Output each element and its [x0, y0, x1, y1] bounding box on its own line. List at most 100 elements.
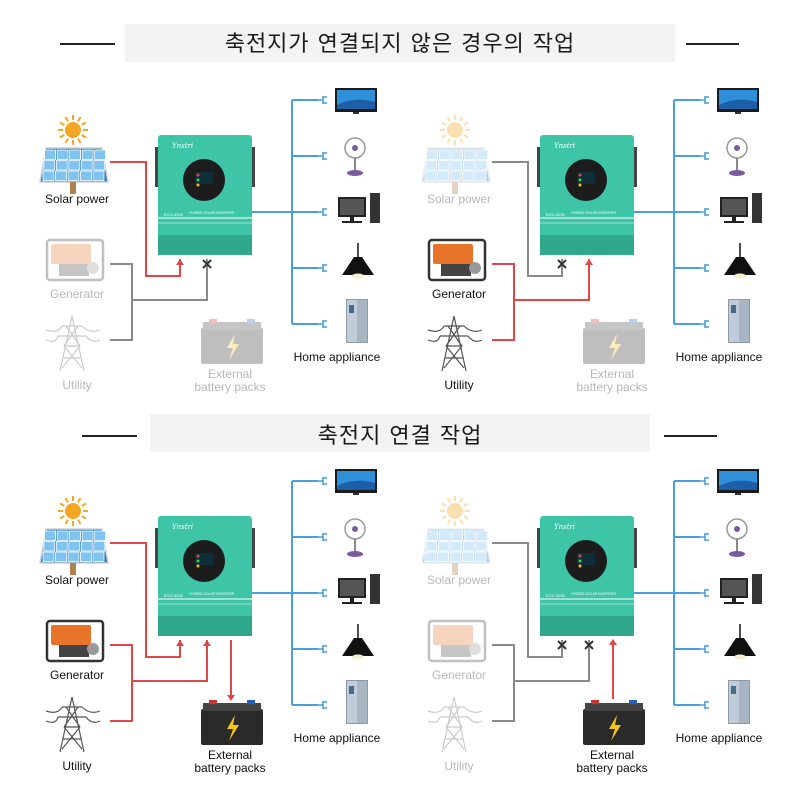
panel-cell [476, 149, 488, 160]
fan-icon [344, 137, 366, 176]
inverter-base [540, 616, 634, 636]
label-generator: Generator [50, 668, 104, 682]
flow-arrow-icon [227, 695, 235, 701]
sun-ray [446, 116, 451, 122]
panel-cell [92, 551, 105, 562]
keyboard [724, 602, 744, 604]
panel-cell [462, 551, 474, 562]
label-solar: Solar power [427, 573, 491, 587]
utility-pylon-icon [45, 696, 101, 753]
sun-ray [459, 138, 464, 144]
monitor-stand [350, 598, 354, 602]
status-led-green [196, 178, 200, 182]
gen-knob [87, 262, 99, 274]
inverter-model: ECO-3200 [164, 212, 184, 217]
tv-stand [353, 112, 359, 114]
panel-post [452, 563, 458, 575]
sun-ray [77, 497, 82, 503]
fridge-panel [349, 305, 354, 313]
plug-icon [317, 152, 327, 160]
fridge-icon [346, 680, 368, 724]
heading-rule-right-2 [664, 435, 717, 437]
sun-ray [459, 519, 464, 525]
power-wires [427, 325, 483, 342]
inverter-brand: Ynstri [554, 142, 575, 150]
panel-cell [81, 149, 94, 160]
power-wires [427, 706, 483, 723]
panel-cell [450, 541, 463, 552]
panel-cell [93, 541, 106, 552]
panel-cell [474, 170, 487, 181]
sun-ray [64, 497, 69, 503]
gen-tank [433, 244, 473, 264]
monitor-stand [732, 217, 736, 221]
lamp-icon [724, 243, 756, 279]
inverter-caption: HYBRID SOLAR INVERTER [189, 211, 234, 215]
label-battery-2: battery packs [194, 761, 265, 775]
plug-icon [699, 264, 709, 272]
plug-icon [699, 589, 709, 597]
utility-pylon-icon [45, 315, 101, 372]
battery-pos-terminal [591, 700, 599, 704]
gen-tank [433, 625, 473, 645]
label-generator: Generator [432, 287, 486, 301]
status-led-green [578, 559, 582, 563]
panel-cell [94, 530, 106, 541]
plug-icon [699, 477, 709, 485]
sun-ray [459, 116, 464, 122]
status-led-red [196, 173, 200, 177]
tv-stand [353, 493, 359, 495]
computer-icon [338, 574, 380, 604]
utility-line [110, 300, 133, 341]
inverter-brand: Ynstri [554, 523, 575, 531]
battery-neg-terminal [629, 700, 637, 704]
tv-icon [335, 88, 377, 114]
flow-arrow-icon [203, 640, 211, 646]
fridge-door-left [729, 300, 739, 342]
solar-line [110, 542, 181, 658]
fridge-panel [349, 686, 354, 694]
lamp-shade [724, 638, 756, 656]
gen-engine [59, 264, 89, 276]
panel-cell [42, 551, 55, 562]
monitor-stand [350, 217, 354, 221]
pc-tower [370, 193, 380, 223]
panel-cell [80, 160, 93, 171]
computer-icon [720, 193, 762, 223]
plug-icon [317, 264, 327, 272]
panel-frame [421, 528, 491, 564]
panel-cell [80, 170, 92, 181]
label-home-appliance: Home appliance [294, 731, 381, 745]
panel-cell [438, 149, 451, 160]
panel-cell [475, 160, 488, 171]
sun-ray [446, 138, 451, 144]
panel-cell [44, 149, 56, 160]
panel-cell [463, 149, 476, 160]
pc-tower [370, 574, 380, 604]
battery-top [203, 322, 261, 330]
fridge-door-right [357, 681, 367, 723]
fan-icon [726, 518, 748, 557]
sun-ray [463, 515, 469, 520]
computer-icon [338, 193, 380, 223]
generator-icon [427, 619, 487, 663]
inverter-caption: HYBRID SOLAR INVERTER [571, 592, 616, 596]
monitor-screen [340, 580, 364, 596]
panel-cell [437, 541, 450, 552]
tv-icon [717, 469, 759, 495]
plug-icon [317, 701, 327, 709]
status-led-red [578, 173, 582, 177]
panel-cell [55, 170, 67, 181]
gen-knob [87, 643, 99, 655]
keyboard [342, 221, 362, 223]
inverter-handle-right [252, 147, 255, 187]
heading-rule-left [60, 43, 115, 45]
label-home-appliance: Home appliance [294, 350, 381, 364]
plug-icon [699, 320, 709, 328]
generator-icon [427, 238, 487, 282]
solar-line [492, 161, 563, 277]
tv-wave [337, 480, 375, 490]
tv-stand [735, 112, 741, 114]
